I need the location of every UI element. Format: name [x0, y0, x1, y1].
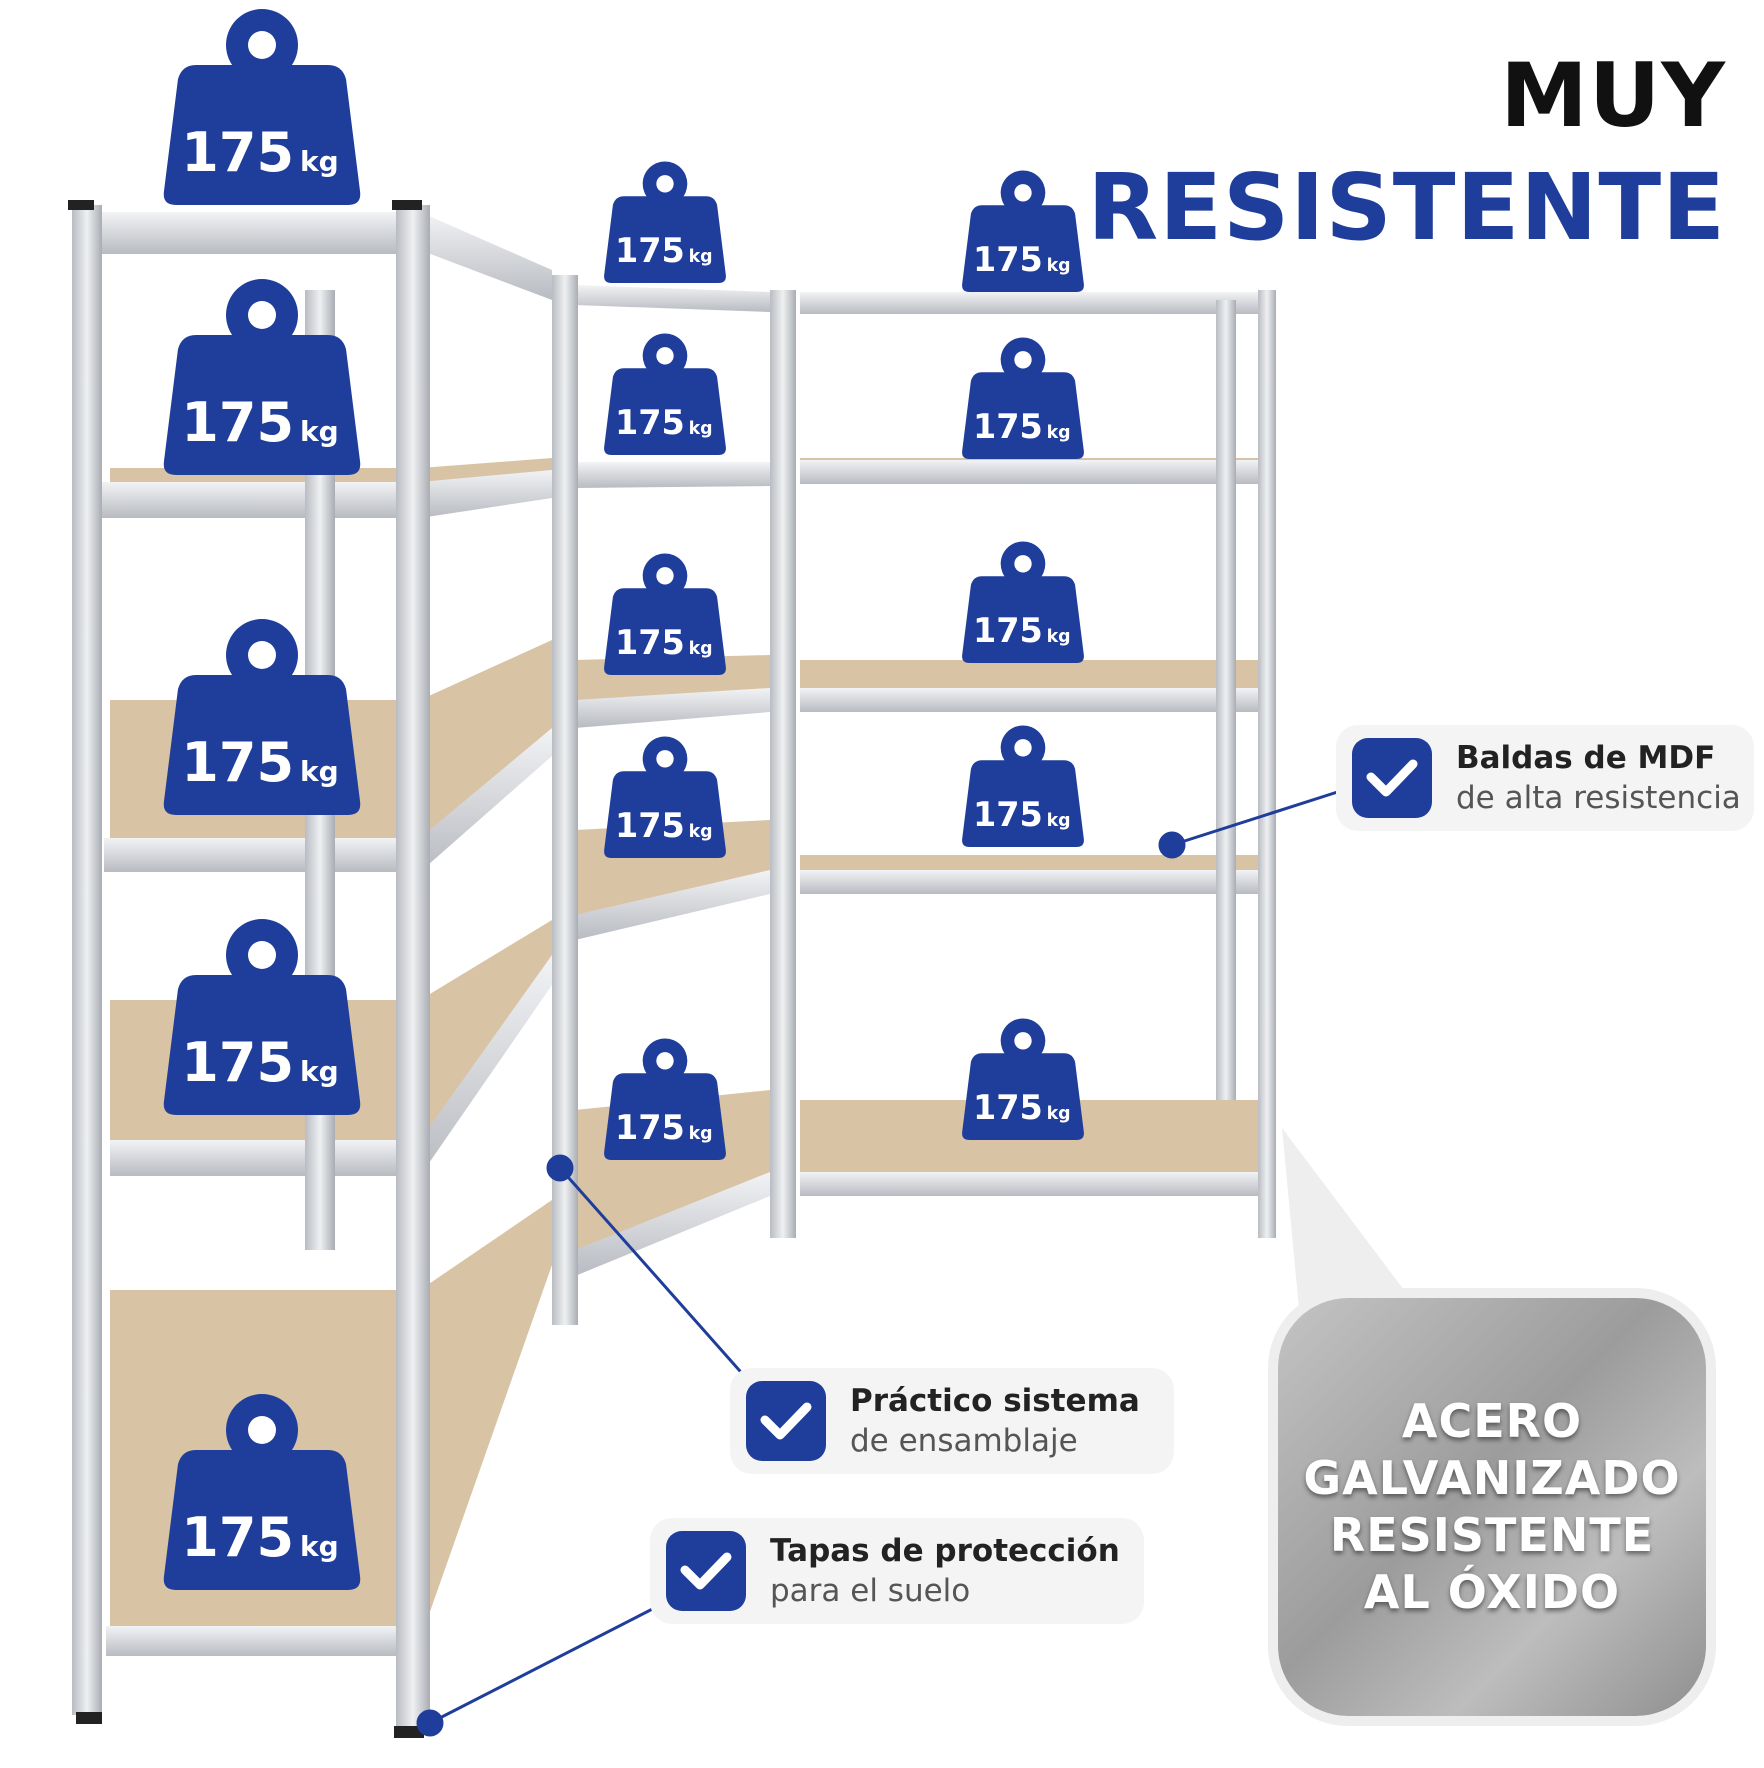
checkmark-icon: [746, 1381, 826, 1461]
feature-subtitle: de ensamblaje: [850, 1423, 1078, 1459]
feature-title: Baldas de MDF: [1456, 740, 1716, 776]
checkmark-icon: [666, 1531, 746, 1611]
badge-line: GALVANIZADO: [1303, 1451, 1681, 1505]
feature-title: Práctico sistema: [850, 1383, 1140, 1419]
feature-subtitle: de alta resistencia: [1456, 780, 1741, 816]
galvanized-steel-badge: ACERO GALVANIZADO RESISTENTE AL ÓXIDO: [1278, 1298, 1706, 1716]
badge-line: AL ÓXIDO: [1363, 1565, 1621, 1619]
feature-floor-caps: Tapas de protección para el suelo: [650, 1518, 1144, 1624]
callout-lines: [416, 786, 1410, 1737]
callout-dot: [416, 1709, 444, 1737]
callout-dot: [546, 1154, 574, 1182]
callout-dot: [1158, 831, 1186, 859]
checkmark-icon: [1352, 738, 1432, 818]
headline-line1: MUY: [1500, 44, 1726, 147]
feature-assembly: Práctico sistema de ensamblaje: [730, 1368, 1174, 1474]
shelf-unit-right: [770, 290, 1276, 1238]
feature-subtitle: para el suelo: [770, 1573, 971, 1609]
mdf-shelf: [800, 660, 1262, 690]
feature-title: Tapas de protección: [770, 1533, 1120, 1569]
headline-line2: RESISTENTE: [1087, 154, 1726, 261]
badge-line: RESISTENTE: [1329, 1508, 1655, 1562]
badge-line: ACERO: [1401, 1394, 1583, 1448]
feature-mdf-shelves: Baldas de MDF de alta resistencia: [1336, 725, 1754, 831]
